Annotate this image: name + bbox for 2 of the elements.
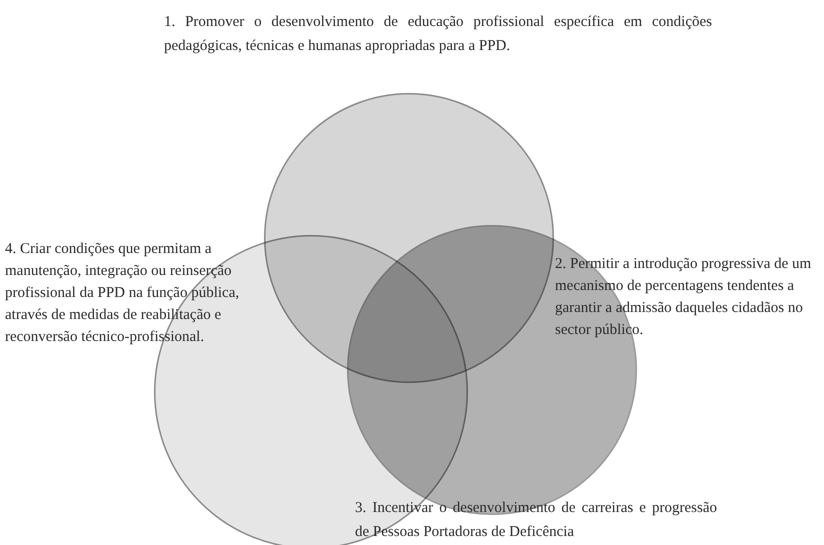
goal-text: 4. Criar condições que permitam a manutenção, integração ou reinserção profissional da PPD na função pública, através de medidas de reabilitação e reconversão técnico-profissional. <box>5 240 240 347</box>
goal-text: 1. Promover o desenvolvimento de educação profissional específica em condições pedagógicas, técnicas e humanas apropriadas para a PPD. <box>164 13 712 56</box>
